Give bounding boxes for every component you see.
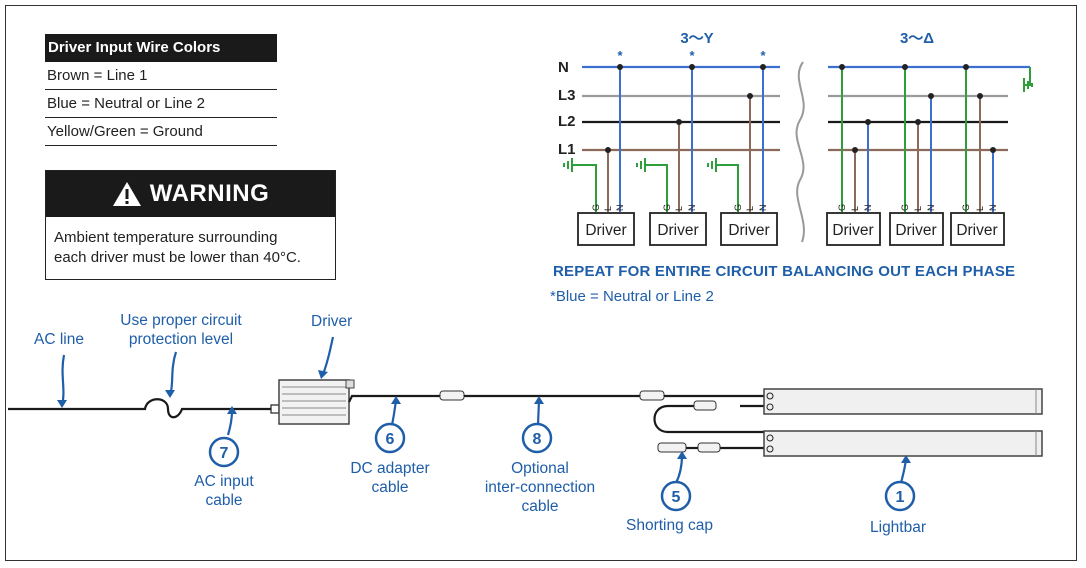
lightbar-top	[763, 388, 1043, 415]
jumper-connector	[693, 400, 717, 411]
svg-text:N: N	[615, 205, 625, 212]
driver-label: Driver	[832, 222, 873, 239]
dc-adapter-cable	[348, 394, 440, 403]
warning-header: WARNING	[46, 171, 335, 217]
driver-label: Driver	[728, 222, 769, 239]
asterisk-2: *	[689, 48, 695, 63]
svg-text:L: L	[975, 206, 985, 211]
svg-text:L: L	[745, 206, 755, 211]
driver-label: Driver	[585, 222, 626, 239]
label-lightbar: Lightbar	[870, 519, 927, 536]
svg-text:G: G	[900, 204, 910, 211]
rail-label-l1: L1	[558, 141, 576, 158]
blue-footnote: *Blue = Neutral or Line 2	[550, 288, 714, 305]
delta-driver-1-wiring	[839, 64, 871, 212]
svg-text:L: L	[913, 206, 923, 211]
rail-label-n: N	[558, 59, 569, 76]
ac-line-cable	[8, 398, 275, 419]
delta-driver-2-wiring	[902, 64, 934, 212]
svg-text:L: L	[603, 206, 613, 211]
wye-driver-box-3: Driver	[720, 212, 778, 246]
wire-color-legend: Driver Input Wire Colors Brown = Line 1 …	[45, 34, 277, 146]
delta-driver-box-1: Driver	[826, 212, 881, 246]
driver-unit	[278, 379, 355, 425]
svg-text:1: 1	[896, 489, 905, 506]
svg-text:N: N	[687, 205, 697, 212]
delta-driver-3-wiring	[963, 64, 996, 212]
warning-icon	[112, 182, 141, 206]
callout-number-1: 1	[884, 480, 916, 512]
rail-label-l2: L2	[558, 113, 576, 130]
arrow-heads	[57, 370, 911, 463]
label-shorting-cap: Shorting cap	[626, 517, 714, 534]
svg-text:6: 6	[386, 431, 395, 448]
callout-number-7: 7	[208, 436, 240, 468]
warning-box: WARNING Ambient temperature surrounding …	[45, 170, 336, 280]
driver-label: Driver	[895, 222, 936, 239]
legend-row-brown: Brown = Line 1	[45, 62, 277, 90]
break-symbol	[795, 61, 805, 243]
label-ac-line: AC line	[34, 331, 84, 348]
label-optional-cable: Optional inter-connection cable	[484, 460, 596, 515]
driver-label: Driver	[657, 222, 698, 239]
callout-number-5: 5	[660, 480, 692, 512]
svg-text:7: 7	[220, 445, 229, 462]
svg-text:N: N	[926, 205, 936, 212]
warning-text: Ambient temperature surrounding each dri…	[46, 217, 335, 268]
rail-label-l3: L3	[558, 87, 576, 104]
wye-label: 3～Y	[680, 30, 713, 47]
ac-plug	[270, 404, 280, 414]
delta-driver-box-3: Driver	[950, 212, 1005, 246]
svg-text:5: 5	[672, 489, 681, 506]
label-ac-input-cable: AC input cable	[194, 473, 254, 509]
svg-text:N: N	[758, 205, 768, 212]
svg-text:L: L	[674, 206, 684, 211]
svg-text:G: G	[961, 204, 971, 211]
wye-driver-box-2: Driver	[649, 212, 707, 246]
svg-text:G: G	[733, 204, 743, 211]
svg-text:N: N	[863, 205, 873, 212]
terminal-labels: G L N G L N G L N G L N G L N G L N	[591, 204, 998, 211]
legend-row-ground: Yellow/Green = Ground	[45, 118, 277, 146]
warning-title: WARNING	[149, 180, 270, 207]
asterisk-1: *	[617, 48, 623, 63]
wye-driver-3-wiring	[707, 64, 766, 212]
diagram-frame	[5, 5, 1077, 561]
svg-text:G: G	[837, 204, 847, 211]
shorting-cap	[657, 442, 687, 453]
delta-driver-box-2: Driver	[889, 212, 944, 246]
lightbar-bottom	[763, 430, 1043, 457]
warning-line-1: Ambient temperature surrounding	[54, 229, 278, 246]
callout-number-8: 8	[521, 422, 553, 454]
wye-driver-1-wiring	[563, 64, 623, 212]
svg-text:8: 8	[533, 431, 542, 448]
wye-driver-2-wiring	[636, 64, 695, 212]
callout-number-6: 6	[374, 422, 406, 454]
svg-text:G: G	[662, 204, 672, 211]
label-dc-adapter-cable: DC adapter cable	[350, 460, 430, 496]
svg-text:N: N	[988, 205, 998, 212]
svg-text:G: G	[591, 204, 601, 211]
repeat-note: REPEAT FOR ENTIRE CIRCUIT BALANCING OUT …	[553, 263, 1016, 280]
svg-text:L: L	[850, 206, 860, 211]
connector-2	[639, 390, 665, 401]
asterisk-3: *	[760, 48, 766, 63]
driver-label: Driver	[956, 222, 997, 239]
connector-1	[439, 390, 465, 401]
delta-ground-symbol	[1023, 67, 1033, 92]
delta-label: 3～Δ	[900, 30, 934, 47]
label-circuit-protection: Use proper circuit protection level	[120, 312, 242, 348]
legend-row-blue: Blue = Neutral or Line 2	[45, 90, 277, 118]
wye-driver-box-1: Driver	[577, 212, 635, 246]
warning-line-2: each driver must be lower than 40°C.	[54, 249, 301, 266]
cap-connector	[697, 442, 721, 453]
label-driver: Driver	[311, 313, 353, 330]
jumper-cable	[653, 404, 764, 434]
legend-title: Driver Input Wire Colors	[45, 34, 277, 62]
